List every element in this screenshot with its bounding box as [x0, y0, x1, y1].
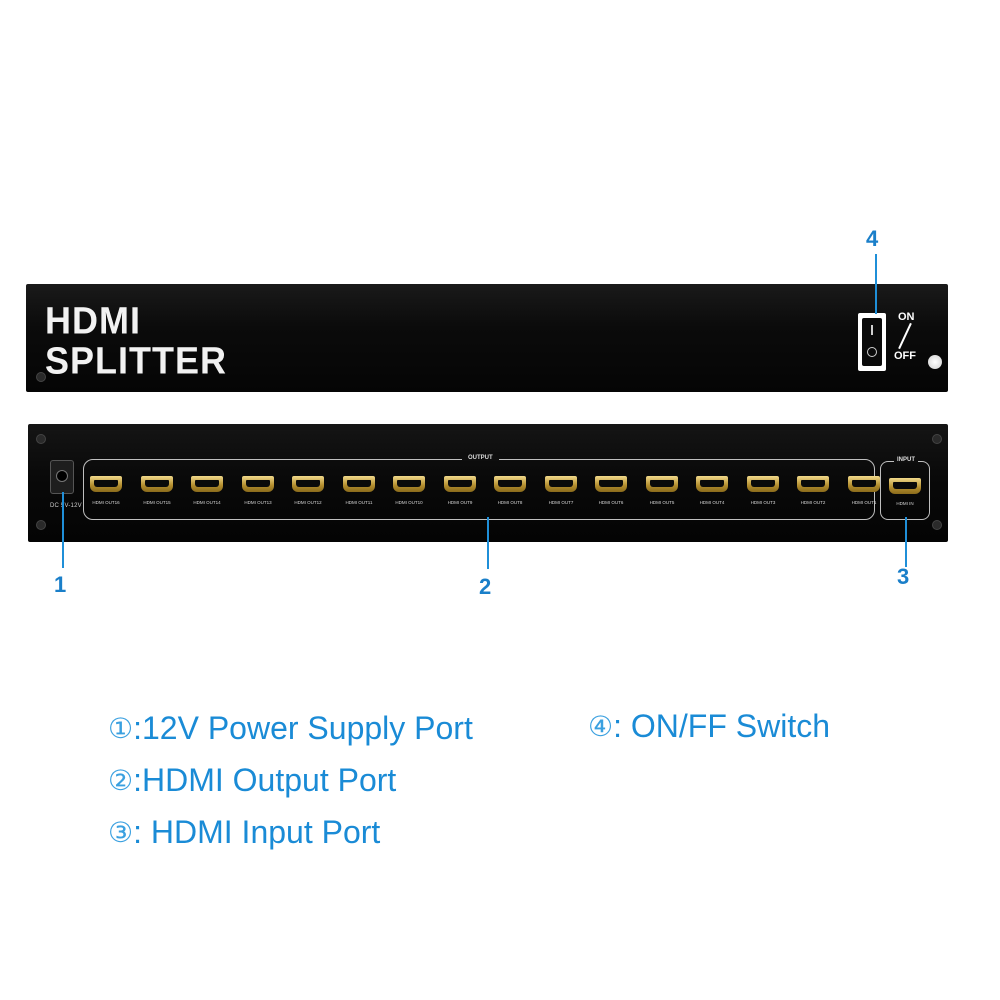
legend-item-power-port: ①:12V Power Supply Port	[108, 710, 473, 747]
hdmi-output-label: HDMI OUT4	[699, 500, 725, 505]
dc-jack-pin-icon	[56, 470, 68, 482]
screw-icon	[36, 520, 46, 530]
callout-leader-1	[62, 492, 64, 568]
hdmi-output-port[interactable]	[393, 476, 425, 492]
hdmi-output-port[interactable]	[696, 476, 728, 492]
callout-number-3: 3	[897, 564, 910, 589]
hdmi-output-port[interactable]	[191, 476, 223, 492]
legend-item-output-port: ②:HDMI Output Port	[108, 762, 396, 799]
hdmi-output-label: HDMI OUT5	[649, 500, 675, 505]
legend-text-4: : ON/FF Switch	[613, 708, 831, 744]
legend-text-2: :HDMI Output Port	[133, 762, 397, 798]
hdmi-output-port[interactable]	[444, 476, 476, 492]
brand-title-hdmi: HDMI	[45, 298, 141, 342]
hdmi-output-port[interactable]	[797, 476, 829, 492]
switch-off-label: OFF	[894, 350, 916, 362]
legend-marker-4: ④	[588, 711, 614, 742]
legend-marker-3: ③	[108, 817, 134, 848]
callout-leader-2	[487, 517, 489, 569]
legend-text-1: :12V Power Supply Port	[133, 710, 473, 746]
output-group-title: OUTPUT	[462, 455, 499, 461]
hdmi-output-port[interactable]	[747, 476, 779, 492]
hdmi-input-label: HDMI IN	[896, 501, 914, 506]
legend-item-input-port: ③: HDMI Input Port	[108, 814, 380, 851]
hdmi-output-label: HDMI OUT7	[548, 500, 574, 505]
brand-title-splitter: SPLITTER	[45, 338, 228, 382]
callout-number-4: 4	[866, 226, 879, 251]
hdmi-output-label: HDMI OUT11	[345, 500, 373, 505]
screw-icon	[932, 520, 942, 530]
hdmi-output-port[interactable]	[494, 476, 526, 492]
screw-icon	[928, 355, 942, 369]
hdmi-output-port[interactable]	[646, 476, 678, 492]
legend-marker-1: ①	[108, 713, 134, 744]
callout-number-1: 1	[54, 572, 67, 597]
hdmi-output-port[interactable]	[242, 476, 274, 492]
power-off-symbol-icon	[867, 347, 877, 357]
hdmi-output-label: HDMI OUT15	[143, 500, 171, 505]
screw-icon	[36, 372, 46, 382]
hdmi-output-label: HDMI OUT13	[244, 500, 272, 505]
callout-leader-4	[875, 254, 877, 314]
hdmi-output-port[interactable]	[595, 476, 627, 492]
callout-leader-3	[905, 517, 907, 567]
hdmi-output-port[interactable]	[292, 476, 324, 492]
screw-icon	[36, 434, 46, 444]
hdmi-output-label: HDMI OUT6	[598, 500, 624, 505]
hdmi-output-port[interactable]	[141, 476, 173, 492]
hdmi-output-label: HDMI OUT3	[750, 500, 776, 505]
screw-icon	[932, 434, 942, 444]
legend-marker-2: ②	[108, 765, 134, 796]
hdmi-output-label: HDMI OUT14	[193, 500, 221, 505]
input-group-title: INPUT	[894, 457, 918, 463]
hdmi-output-port[interactable]	[545, 476, 577, 492]
hdmi-output-label: HDMI OUT2	[800, 500, 826, 505]
hdmi-output-port[interactable]	[343, 476, 375, 492]
hdmi-output-port[interactable]	[848, 476, 880, 492]
front-panel	[26, 284, 948, 392]
dc-power-label: DC 5V-12V	[50, 503, 82, 509]
hdmi-input-port[interactable]	[889, 478, 921, 494]
power-on-symbol-icon	[871, 325, 873, 335]
legend-item-switch: ④: ON/FF Switch	[588, 708, 830, 745]
callout-number-2: 2	[479, 574, 492, 599]
legend-text-3: : HDMI Input Port	[133, 814, 381, 850]
hdmi-output-label: HDMI OUT1	[851, 500, 877, 505]
hdmi-output-label: HDMI OUT12	[294, 500, 322, 505]
hdmi-output-label: HDMI OUT9	[447, 500, 473, 505]
switch-on-label: ON	[898, 311, 915, 323]
hdmi-output-label: HDMI OUT16	[92, 500, 120, 505]
hdmi-output-label: HDMI OUT8	[497, 500, 523, 505]
hdmi-output-label: HDMI OUT10	[395, 500, 423, 505]
hdmi-output-port[interactable]	[90, 476, 122, 492]
